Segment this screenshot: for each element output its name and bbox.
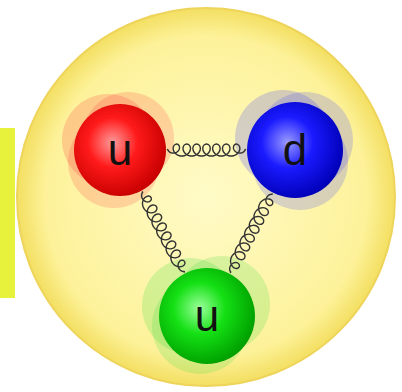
quark-blur-blue [235,90,353,210]
gluon-spring [142,192,185,273]
quark-label: u [159,268,255,364]
gluon-spring [167,144,246,156]
quark-label: u [74,104,166,196]
gluon-spring [230,193,273,272]
quark: u [74,104,166,196]
quark-label: d [247,102,343,198]
quark-circle [247,102,343,198]
side-bar [0,128,15,298]
quark-blur-red [62,92,174,208]
proton-circle [17,8,395,386]
quark: d [247,102,343,198]
quark-circle [74,104,166,196]
quark-circle [159,268,255,364]
quark-blur-green [142,256,270,374]
quark: u [159,268,255,364]
